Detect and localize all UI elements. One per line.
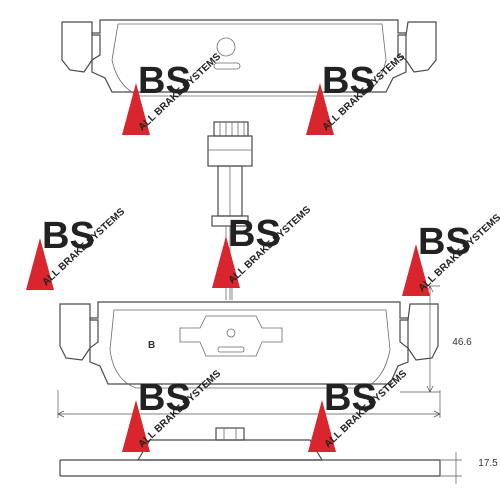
label-b: B — [148, 340, 155, 351]
watermark-mid-center: BS ALL BRAKE SYSTEMS — [212, 204, 313, 288]
watermark-brand-letters: BS — [138, 377, 191, 419]
watermark-brand-letters: BS — [322, 60, 375, 102]
watermark-mid-right: BS ALL BRAKE SYSTEMS — [402, 212, 500, 296]
height-dimension-label: 46.6 — [452, 337, 472, 348]
pad-side-view — [59, 427, 441, 477]
watermark-brand-letters: BS — [418, 221, 471, 263]
watermark-top-right: BS ALL BRAKE SYSTEMS — [306, 51, 407, 135]
dimension-lines — [57, 280, 462, 484]
watermark-bottom-right: BS ALL BRAKE SYSTEMS — [308, 368, 409, 452]
watermark-brand-letters: BS — [324, 377, 377, 419]
watermark-brand-letters: BS — [138, 60, 191, 102]
watermark-brand-letters: BS — [42, 215, 95, 257]
watermark-brand-letters: BS — [228, 213, 281, 255]
top-brake-pad — [61, 19, 437, 97]
front-brake-pad — [59, 301, 439, 389]
thickness-dimension-label: 17.5 — [478, 458, 498, 469]
watermark-top-left: BS ALL BRAKE SYSTEMS — [122, 51, 223, 135]
watermark-mid-left: BS ALL BRAKE SYSTEMS — [26, 206, 127, 290]
